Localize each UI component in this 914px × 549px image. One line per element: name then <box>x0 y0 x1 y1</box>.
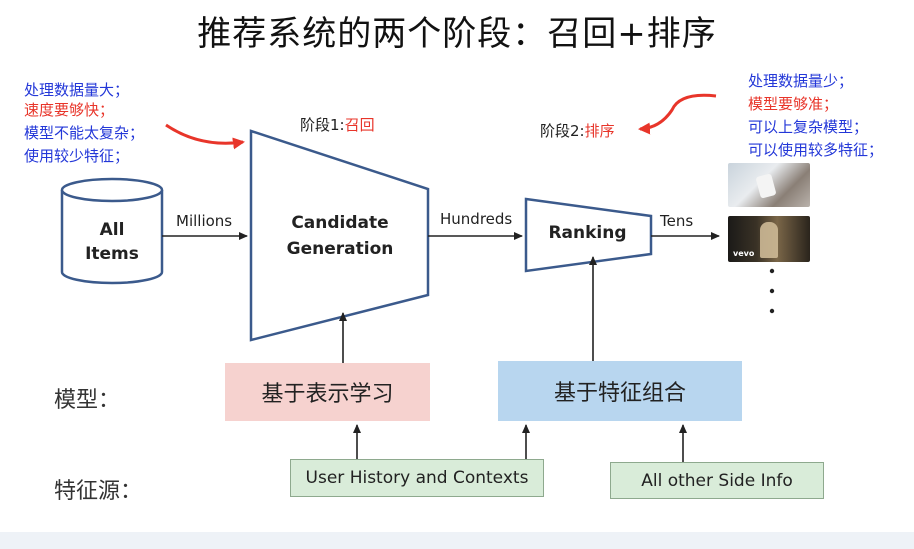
right-note-3: 可以上复杂模型； <box>748 118 869 136</box>
stage2-prefix: 阶段2: <box>540 122 585 140</box>
right-note-1: 处理数据量少； <box>748 72 854 90</box>
flow-label-tens: Tens <box>660 212 694 230</box>
vevo-logo: vevo <box>733 249 755 258</box>
stage1-highlight: 召回 <box>344 116 375 134</box>
red-arrow-right <box>638 93 717 135</box>
page-title: 推荐系统的两个阶段：召回+排序 <box>197 14 717 54</box>
candidate-generation-funnel <box>249 129 430 342</box>
ellipsis-dot <box>769 308 775 314</box>
ranking-label: Ranking <box>548 223 627 243</box>
flow-label-hundreds: Hundreds <box>440 210 513 228</box>
row-label-model: 模型： <box>54 388 121 413</box>
stage2-highlight: 排序 <box>584 122 615 140</box>
model-box-representation: 基于表示学习 <box>225 363 430 421</box>
candidate-line1: Candidate <box>291 213 389 233</box>
stage1-prefix: 阶段1: <box>300 116 345 134</box>
left-note-4: 使用较少特征； <box>24 147 130 165</box>
stage1-label: 阶段1:召回 <box>300 114 375 135</box>
figure-shape <box>760 222 778 258</box>
ranking-funnel <box>524 197 653 273</box>
result-thumbnail-1 <box>728 163 810 207</box>
row-label-features: 特征源： <box>54 479 143 504</box>
left-note-1: 处理数据量大； <box>24 81 130 99</box>
left-note-3: 模型不能太复杂； <box>24 124 145 142</box>
bottom-strip <box>0 532 914 549</box>
right-note-2: 模型要够准； <box>748 95 839 113</box>
stage2-label: 阶段2:排序 <box>540 120 615 141</box>
ellipsis-dot <box>769 268 775 274</box>
phone-shape <box>755 173 777 199</box>
feature-box-history: User History and Contexts <box>290 459 544 497</box>
candidate-generation-label: Candidate Generation <box>265 210 415 262</box>
result-thumbnail-2: vevo <box>728 216 810 262</box>
all-items-label: All Items <box>62 218 162 266</box>
right-note-4: 可以使用较多特征； <box>748 141 884 159</box>
flow-label-millions: Millions <box>176 212 233 230</box>
feature-box-side-info: All other Side Info <box>610 462 824 499</box>
red-arrow-left <box>165 123 245 150</box>
all-items-line2: Items <box>85 244 139 264</box>
all-items-cylinder <box>60 177 164 285</box>
model-box-feature-combo: 基于特征组合 <box>498 361 742 421</box>
all-items-line1: All <box>99 220 125 240</box>
ellipsis-dot <box>769 288 775 294</box>
candidate-line2: Generation <box>286 239 394 259</box>
left-note-2: 速度要够快； <box>24 101 115 119</box>
